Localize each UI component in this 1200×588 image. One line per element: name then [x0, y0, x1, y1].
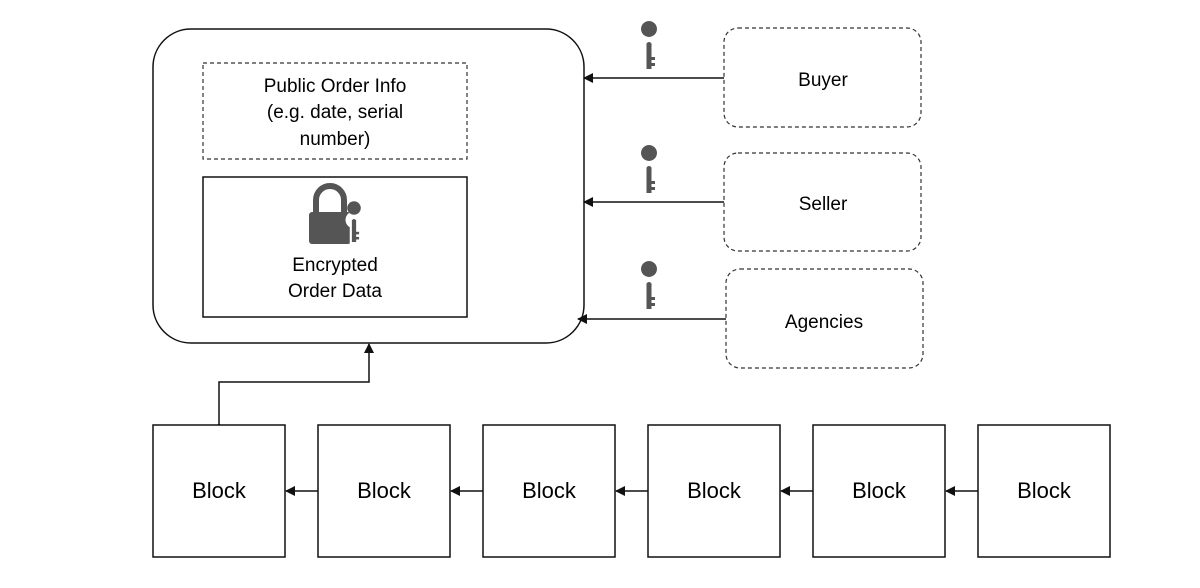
party-seller-label: Seller: [799, 194, 848, 215]
party-agencies-box: [725, 268, 924, 369]
lock-with-key-icon: [309, 183, 363, 249]
block-label: Block: [1017, 478, 1072, 503]
party-seller-box: [723, 152, 922, 252]
public-order-info-line: (e.g. date, serial: [267, 102, 403, 123]
block-box: [317, 424, 451, 558]
blockchain: Block Block Block Block Block Block: [152, 424, 1111, 558]
block-to-record-connector: [214, 343, 374, 432]
key-icon: [641, 20, 658, 69]
public-order-info-line: number): [300, 129, 371, 150]
block-label: Block: [852, 478, 907, 503]
public-order-info-line: Public Order Info: [264, 76, 407, 97]
block-box: [482, 424, 616, 558]
party-agencies-label: Agencies: [785, 312, 863, 333]
encrypted-order-data-line: Order Data: [288, 281, 382, 302]
party-buyer-box: [723, 27, 922, 128]
encrypted-order-data-box: [202, 176, 468, 318]
public-order-info-box: [202, 62, 468, 160]
key-icon: [641, 261, 658, 309]
block-box: [977, 424, 1111, 558]
block-label: Block: [357, 478, 412, 503]
block-box: [647, 424, 781, 558]
party-buyer-label: Buyer: [798, 70, 848, 91]
encrypted-order-data-line: Encrypted: [292, 255, 378, 276]
block-label: Block: [192, 478, 247, 503]
block-label: Block: [687, 478, 742, 503]
block-label: Block: [522, 478, 577, 503]
key-icon: [641, 145, 658, 193]
block-box: [152, 424, 286, 558]
